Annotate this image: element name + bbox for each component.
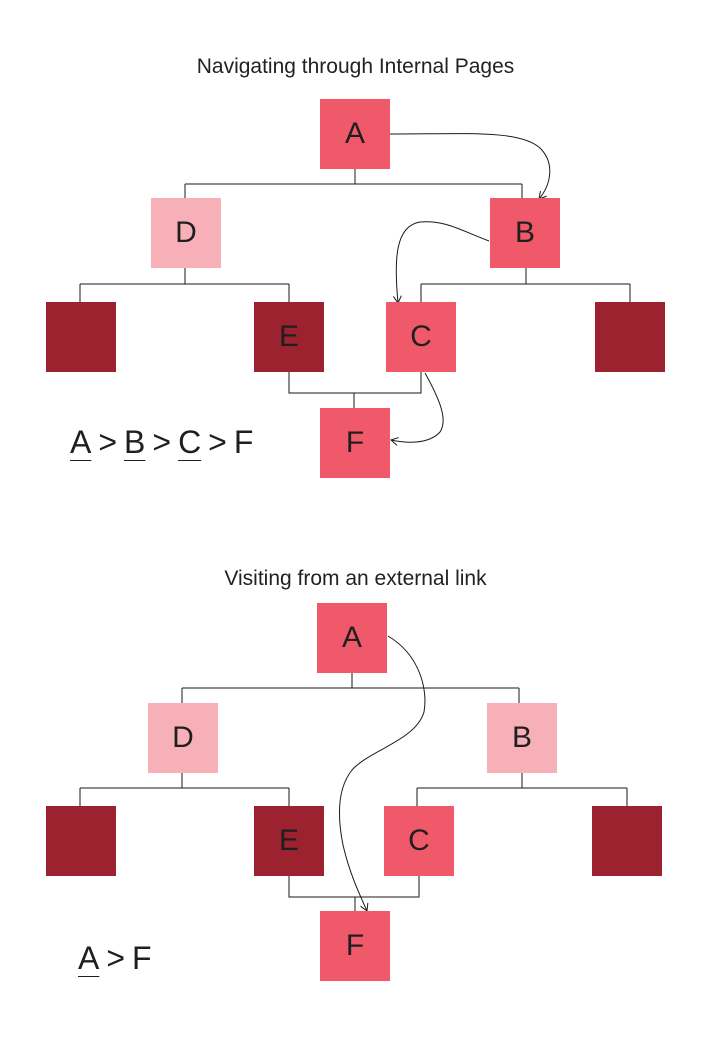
panel-2-title: Visiting from an external link [224,567,487,590]
edge-a2-children [181,673,520,703]
node-f: F [320,911,390,981]
path-step: A [70,424,92,460]
edge-b-children [420,268,631,302]
node-d: D [148,703,218,773]
edge-a-children [184,169,523,198]
edge-d-children [79,268,290,302]
path-step: F [233,424,254,460]
nav-arrow-c-to-f [390,372,444,446]
node-b: B [490,198,560,268]
node-b: B [487,703,557,773]
panel-1-title: Navigating through Internal Pages [196,55,515,78]
path-separator: > [106,940,126,976]
path-step: B [124,424,146,460]
navigation-path-external: A>F [78,940,152,977]
nav-arrow-b-to-c [392,221,490,305]
node-unlabeled-right [592,806,662,876]
node-unlabeled-left [46,302,116,372]
node-d: D [151,198,221,268]
path-separator: > [208,424,227,460]
node-e: E [254,302,324,372]
node-c: C [384,806,454,876]
edge-d2-children [79,773,290,806]
navigation-path-internal: A>B>C>F [70,424,253,461]
path-step: F [132,940,152,976]
edge-b2-children [416,773,628,806]
edge-ec2-to-f2 [288,876,420,911]
nav-arrow-a-to-f [338,635,426,912]
node-a: A [320,99,390,169]
node-unlabeled-right [595,302,665,372]
path-step: C [178,424,202,460]
path-separator: > [152,424,172,460]
edge-ec-to-f [288,372,422,408]
node-f: F [320,408,390,478]
node-unlabeled-left [46,806,116,876]
node-e: E [254,806,324,876]
node-c: C [386,302,456,372]
node-a: A [317,603,387,673]
path-separator: > [98,424,118,460]
nav-arrow-a-to-b [389,133,551,200]
path-step: A [78,940,100,976]
